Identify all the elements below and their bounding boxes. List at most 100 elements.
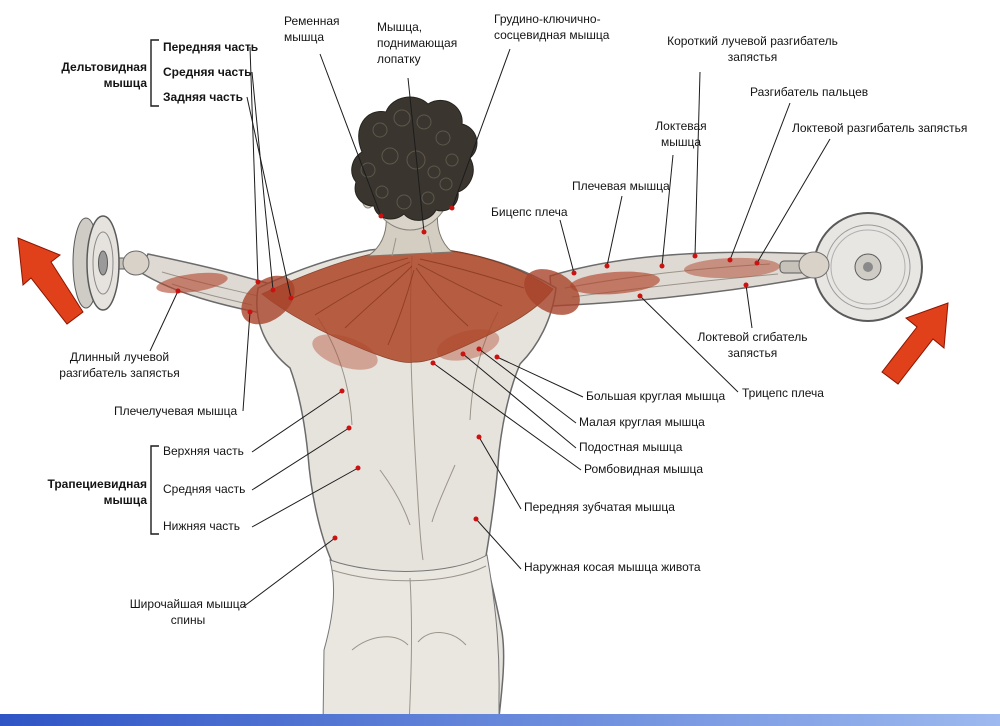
label-deltoid-muscle: Дельтовидная мышца [61, 60, 147, 90]
right-triceps-highlight [570, 271, 660, 295]
muscle-striation-line [419, 258, 525, 289]
marker-dot [473, 516, 479, 522]
label-extensor-digitorum: Разгибатель пальцев [750, 85, 869, 99]
label-triceps-brachii: Трицепс плеча [742, 386, 824, 400]
leader-line [559, 219, 575, 274]
muscle-striation-line [287, 257, 409, 301]
right-dumbbell-ring [830, 229, 906, 305]
label-teres-major-muscle: Большая круглая мышца [586, 389, 726, 403]
leader-line [661, 154, 674, 267]
label-trapezius-lower-part: Нижняя часть [163, 519, 241, 533]
label-flexor-carpi-ulnaris: Локтевой сгибатель запястья [697, 330, 808, 360]
left-arm [139, 253, 271, 315]
marker-dot [476, 434, 482, 440]
marker-dot [288, 295, 294, 301]
left-dumbbell [72, 215, 145, 311]
deltoid-bracket [150, 39, 159, 107]
head-and-neck [351, 96, 478, 257]
label-rhomboid-muscle: Ромбовидная мышца [584, 462, 704, 476]
label-biceps-brachii: Бицепс плеча [491, 205, 568, 219]
leader-line [251, 467, 359, 528]
trapezius-bracket [150, 445, 159, 535]
label-levator-scapulae-muscle: Мышца, поднимающая лопатку [377, 20, 458, 66]
leader-line [729, 102, 791, 261]
marker-dot [255, 279, 261, 285]
leader-line [251, 390, 343, 453]
up-left-arrow-icon [17, 237, 84, 325]
leader-line [251, 71, 274, 291]
marker-dot [692, 253, 698, 259]
glute-line [351, 636, 409, 651]
label-external-oblique-muscle: Наружная косая мышца живота [524, 560, 701, 574]
torso [256, 246, 557, 726]
marker-dot [175, 288, 181, 294]
waistband-line [331, 565, 487, 582]
up-right-arrow-icon [881, 302, 949, 385]
right-hand [798, 251, 830, 279]
marker-dot [421, 229, 427, 235]
lower-back-line [379, 469, 411, 526]
marker-dot [332, 535, 338, 541]
right-arm [549, 251, 819, 307]
label-trapezius-muscle: Трапециевидная мышца [47, 477, 147, 507]
bottom-border-bar [0, 714, 1000, 726]
label-splenius-muscle: Ременная мышца [284, 14, 340, 44]
label-extensor-carpi-ulnaris: Локтевой разгибатель запястья [792, 121, 968, 135]
label-serratus-anterior-muscle: Передняя зубчатая мышца [524, 500, 675, 514]
label-latissimus-dorsi-muscle: Широчайшая мышца спины [129, 597, 247, 627]
marker-dot [449, 205, 455, 211]
leader-line [756, 138, 831, 264]
neck-line [391, 237, 397, 257]
neck-line [427, 235, 433, 255]
left-dumbbell-hub [98, 250, 108, 276]
label-brachialis-muscle: Плечевая мышца [572, 179, 670, 193]
left-infraspinatus-highlight [312, 334, 378, 370]
leader-line [432, 362, 582, 471]
leader-line [246, 96, 292, 299]
leader-line [639, 295, 739, 393]
annotation-lines [149, 39, 831, 608]
glute-line [417, 632, 467, 646]
label-trapezius-middle-part: Средняя часть [163, 482, 246, 496]
marker-dot [247, 309, 253, 315]
marker-dot [571, 270, 577, 276]
marker-dot [604, 263, 610, 269]
left-dumbbell-ring [92, 231, 114, 295]
label-teres-minor-muscle: Малая круглая мышца [579, 415, 705, 429]
label-infraspinatus-muscle: Подостная мышца [579, 440, 683, 454]
lower-back-line [431, 464, 456, 523]
label-anconeus-muscle: Локтевая мышца [655, 119, 707, 149]
label-brachioradialis-muscle: Плечелучевая мышца [114, 404, 238, 418]
right-deltoid-highlight [524, 269, 580, 315]
muscle-striation-line [314, 261, 411, 316]
marker-dot [460, 351, 466, 357]
leader-line [745, 284, 753, 329]
marker-dot [355, 465, 361, 471]
hair-curls [360, 109, 459, 210]
left-deltoid-highlight [241, 275, 295, 325]
marker-dot [346, 425, 352, 431]
marker-dots [175, 205, 760, 541]
right-dumbbell-hub [863, 262, 873, 272]
label-extensor-carpi-radialis-brevis: Короткий лучевой разгибатель запястья [667, 34, 838, 64]
muscle-striation-line [387, 269, 415, 346]
highlighted-muscles [241, 247, 580, 370]
leader-line [462, 353, 577, 449]
leader-line [606, 195, 623, 267]
marker-dot [270, 287, 276, 293]
leader-line [149, 290, 179, 352]
shorts-seam-line [408, 577, 413, 726]
leader-line [496, 356, 584, 398]
hands [122, 250, 830, 279]
leader-line [694, 71, 701, 257]
leader-line [319, 53, 382, 217]
label-trapezius-upper-part: Верхняя часть [163, 444, 244, 458]
marker-dot [754, 260, 760, 266]
label-extensor-carpi-radialis-longus: Длинный лучевой разгибатель запястья [59, 350, 180, 380]
leader-line [251, 427, 350, 491]
muscle-striation-line [344, 265, 413, 329]
marker-dot [659, 263, 665, 269]
left-forearm-highlight [156, 272, 228, 294]
label-deltoid-front-part: Передняя часть [163, 40, 259, 54]
